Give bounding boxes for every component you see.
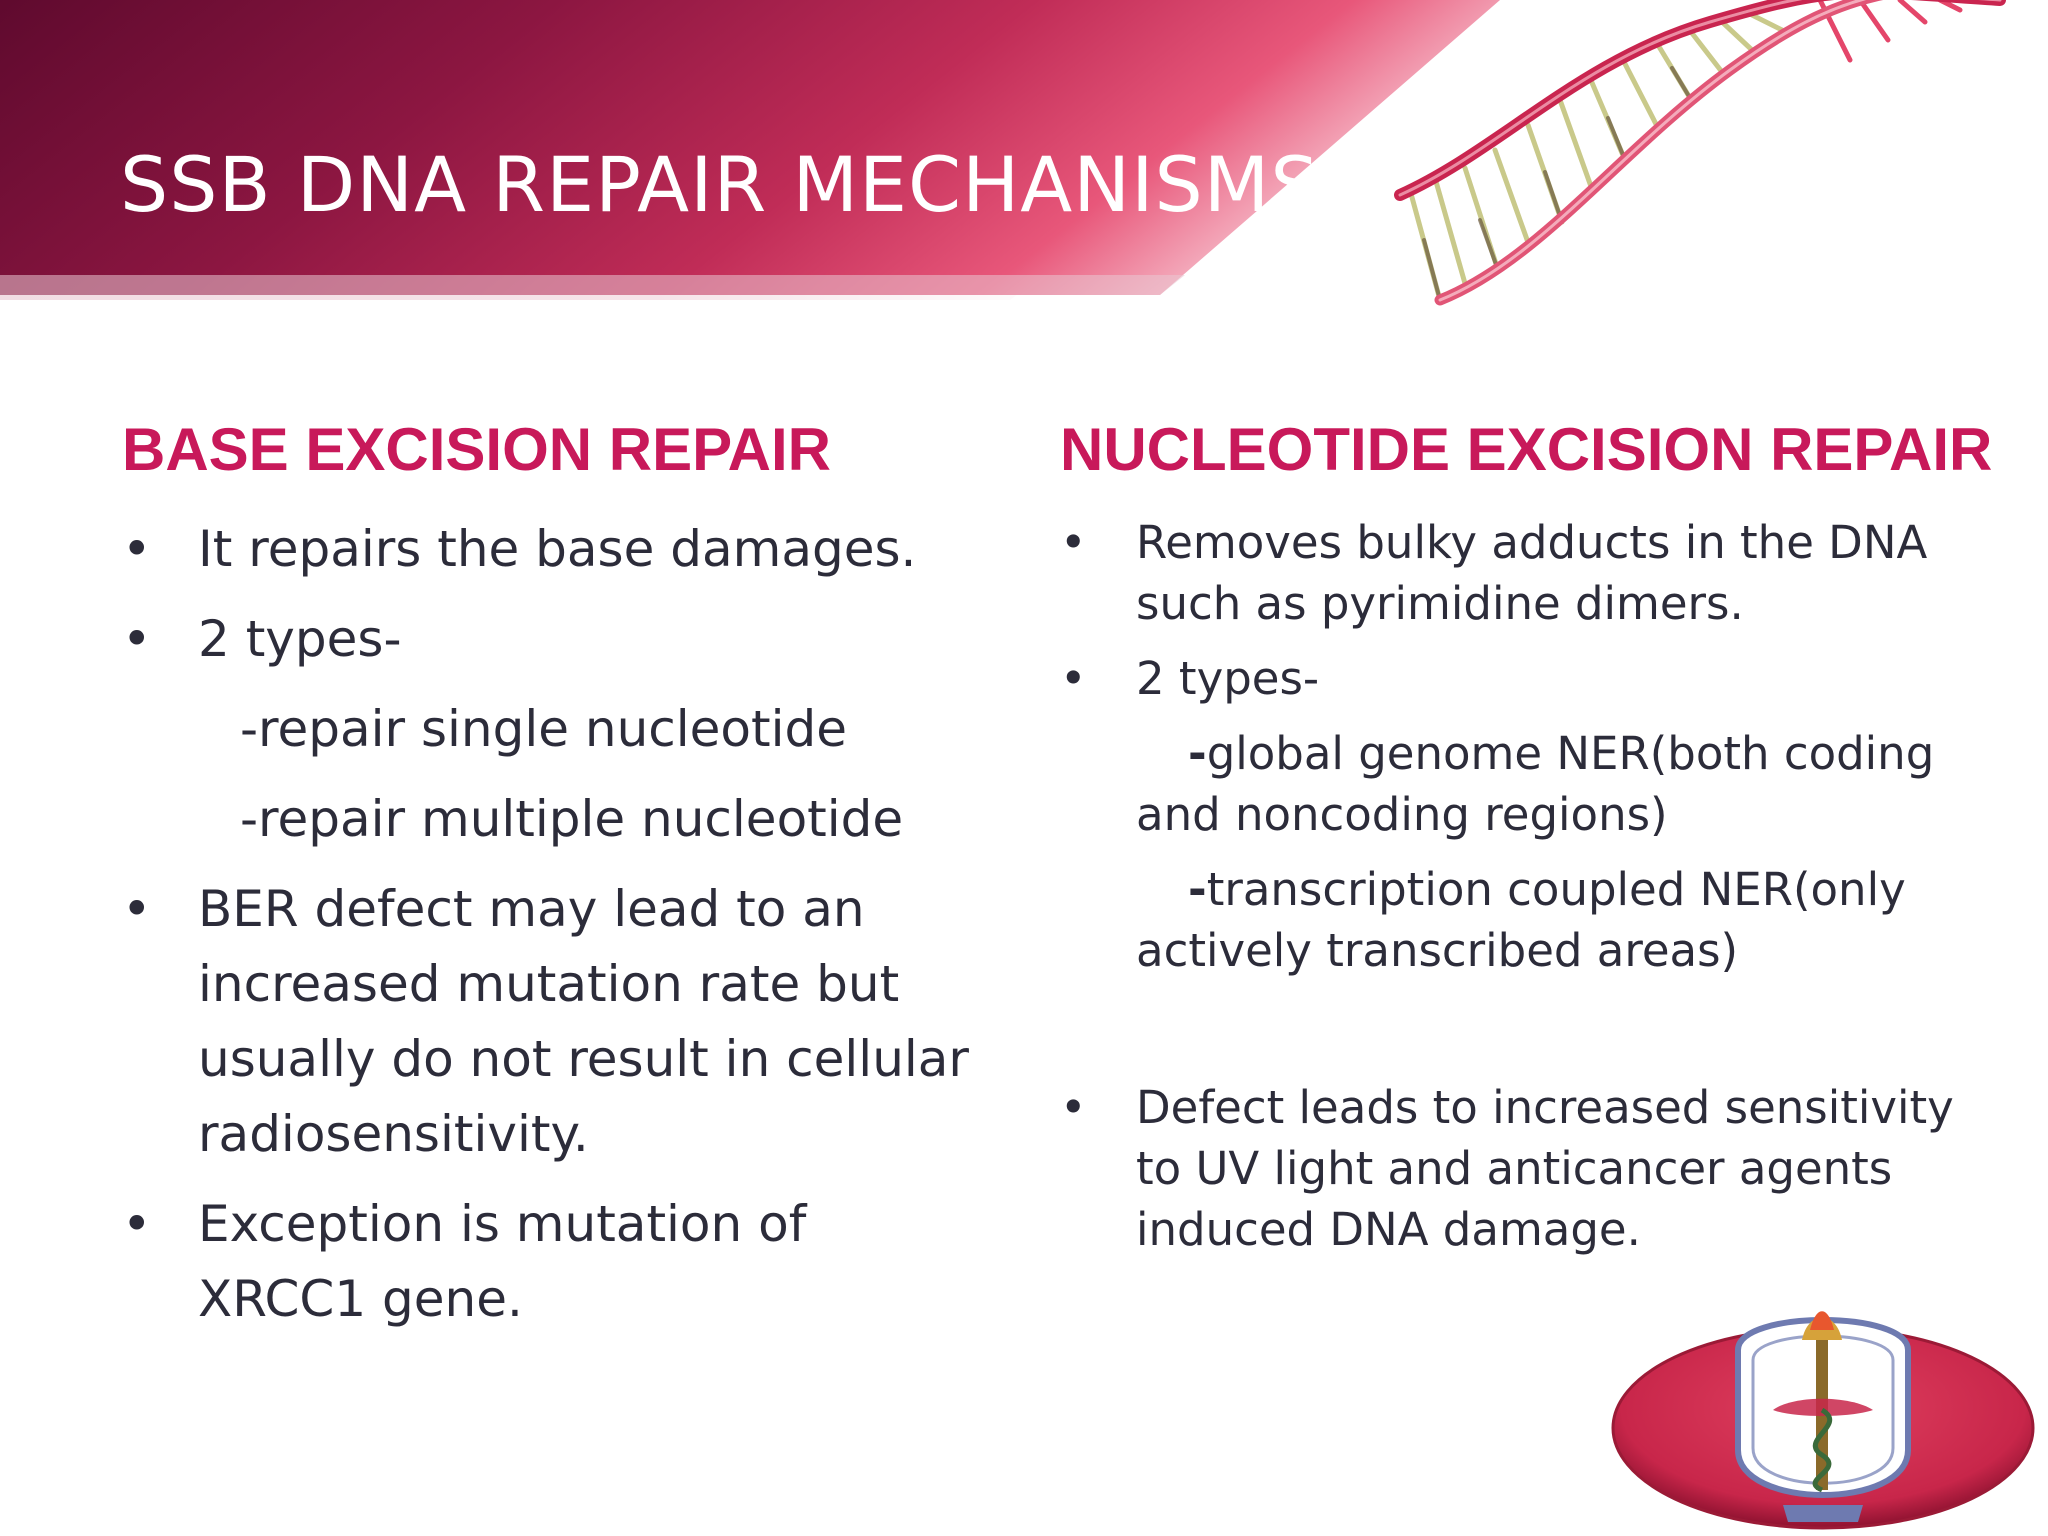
bullet-icon: • xyxy=(122,1195,152,1253)
header-band xyxy=(0,0,1500,300)
college-emblem-logo xyxy=(1588,1300,2048,1536)
list-item: • It repairs the base damages. xyxy=(122,512,982,587)
bullet-icon: • xyxy=(1060,652,1087,705)
list-item: • Removes bulky adducts in the DNA such … xyxy=(1060,512,1990,634)
bullet-icon: • xyxy=(122,610,152,668)
base-excision-repair-column: BASE EXCISION REPAIR • It repairs the ba… xyxy=(122,415,982,1352)
ner-list: • Removes bulky adducts in the DNA such … xyxy=(1060,512,1990,1260)
list-item: • 2 types- xyxy=(122,602,982,677)
bullet-icon: • xyxy=(122,520,152,578)
slide-title: SSB DNA REPAIR MECHANISMS xyxy=(120,140,1320,229)
ner-heading: NUCLEOTIDE EXCISION REPAIR xyxy=(1060,416,1993,483)
list-item: • Defect leads to increased sensitivity … xyxy=(1060,1077,1990,1260)
bullet-icon: • xyxy=(1060,1081,1087,1134)
spacer xyxy=(1060,995,1990,1077)
ber-list: • It repairs the base damages. • 2 types… xyxy=(122,512,982,1337)
list-item: • BER defect may lead to an increased mu… xyxy=(122,872,982,1172)
sub-item: -transcription coupled NER(only actively… xyxy=(1136,863,1906,977)
sub-item: -repair multiple nucleotide xyxy=(240,790,904,848)
sub-item: -global genome NER(both coding and nonco… xyxy=(1136,727,1935,841)
dna-helix-illustration xyxy=(1394,0,2006,306)
list-item: • Exception is mutation of XRCC1 gene. xyxy=(122,1187,982,1337)
sub-item: -repair single nucleotide xyxy=(240,700,848,758)
ber-heading: BASE EXCISION REPAIR xyxy=(122,416,832,483)
list-item: • 2 types- xyxy=(1060,648,1990,709)
bullet-icon: • xyxy=(122,880,152,938)
nucleotide-excision-repair-column: NUCLEOTIDE EXCISION REPAIR • Removes bul… xyxy=(1060,415,1993,1274)
bullet-icon: • xyxy=(1060,516,1087,569)
